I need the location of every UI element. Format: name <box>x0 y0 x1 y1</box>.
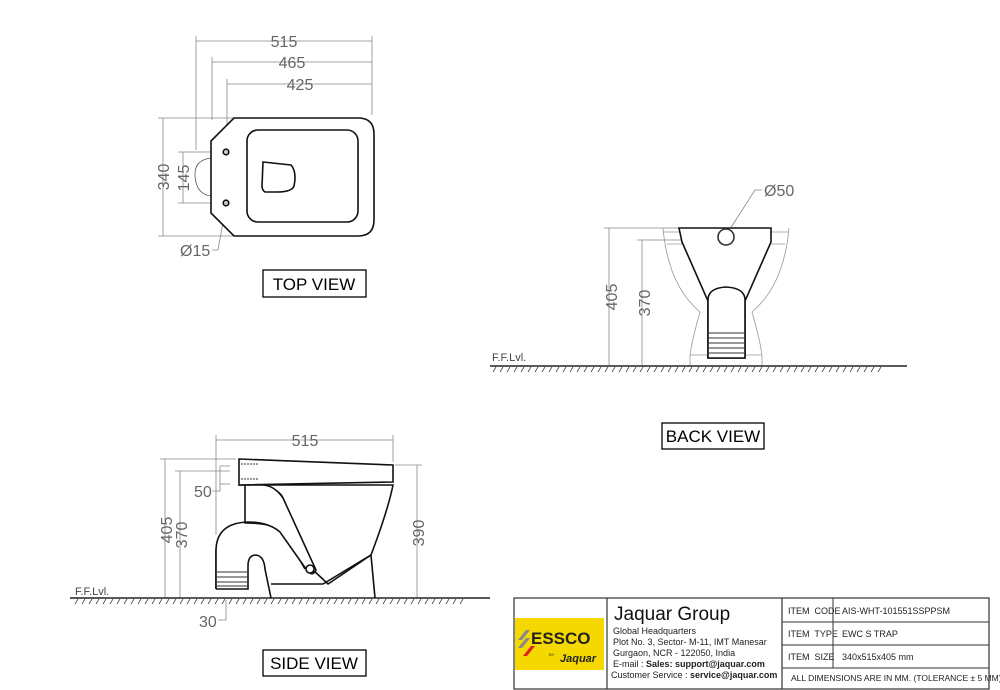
floor-level-label: F.F.Lvl. <box>75 586 109 598</box>
svg-text:E-mail : Sales: support@jaquar: E-mail : Sales: support@jaquar.com <box>613 659 765 669</box>
item-code-value: AIS-WHT-101551SSPPSM <box>842 606 950 616</box>
dim-pipe: Ø50 <box>764 183 794 200</box>
customer-service-email[interactable]: service@jaquar.com <box>690 670 777 680</box>
item-type-value: EWC S TRAP <box>842 629 898 639</box>
logo-by: BY <box>549 652 555 657</box>
email-value[interactable]: Sales: support@jaquar.com <box>646 659 765 669</box>
back-view-label: BACK VIEW <box>666 427 760 446</box>
item-size-value: 340x515x405 mm <box>842 652 914 662</box>
back-view: 405 370 Ø50 F.F.Lvl. BACK VIEW <box>490 183 907 450</box>
customer-service-label: Customer Service : <box>611 670 690 680</box>
dim-405: 405 <box>159 517 176 544</box>
dim-465: 465 <box>279 55 306 72</box>
side-view-label: SIDE VIEW <box>270 654 358 673</box>
dim-405: 405 <box>604 284 621 311</box>
svg-text:Customer Service : service@jaq: Customer Service : service@jaquar.com <box>611 670 777 680</box>
dim-hole: Ø15 <box>180 243 210 260</box>
dim-370: 370 <box>174 522 191 549</box>
dimension-note: ALL DIMENSIONS ARE IN MM. (TOLERANCE ± 5… <box>791 673 1000 683</box>
item-type-key: ITEM TYPE <box>788 629 838 639</box>
address-line-3: Gurgaon, NCR - 122050, India <box>613 648 735 658</box>
item-size-key: ITEM SIZE <box>788 652 835 662</box>
dim-515: 515 <box>271 34 298 51</box>
logo-sub: Jaquar <box>560 653 597 665</box>
essco-jaquar-logo: ESSCO BY Jaquar <box>515 618 604 670</box>
dim-340: 340 <box>156 164 173 191</box>
floor-level-label: F.F.Lvl. <box>492 352 526 364</box>
dim-515: 515 <box>292 433 319 450</box>
title-block: ESSCO BY Jaquar Jaquar Group Global Head… <box>513 597 1000 690</box>
dim-145: 145 <box>176 165 193 192</box>
dim-370: 370 <box>637 290 654 317</box>
dim-390: 390 <box>411 520 428 547</box>
logo-brand: ESSCO <box>531 629 591 648</box>
item-code-key: ITEM CODE <box>788 606 841 616</box>
address-line-2: Plot No. 3, Sector- M-11, IMT Manesar <box>613 637 767 647</box>
dim-50: 50 <box>194 484 212 501</box>
dim-425: 425 <box>287 77 314 94</box>
top-view-label: TOP VIEW <box>273 275 356 294</box>
side-view: 515 405 370 390 50 30 F.F.Lvl. SIDE VIEW <box>70 433 490 677</box>
address-line-1: Global Headquarters <box>613 626 697 636</box>
email-label: E-mail : <box>613 659 646 669</box>
company-name: Jaquar Group <box>614 604 730 625</box>
dim-30: 30 <box>199 614 217 631</box>
top-view: 515 465 425 340 145 Ø15 TOP VIEW <box>156 34 375 298</box>
